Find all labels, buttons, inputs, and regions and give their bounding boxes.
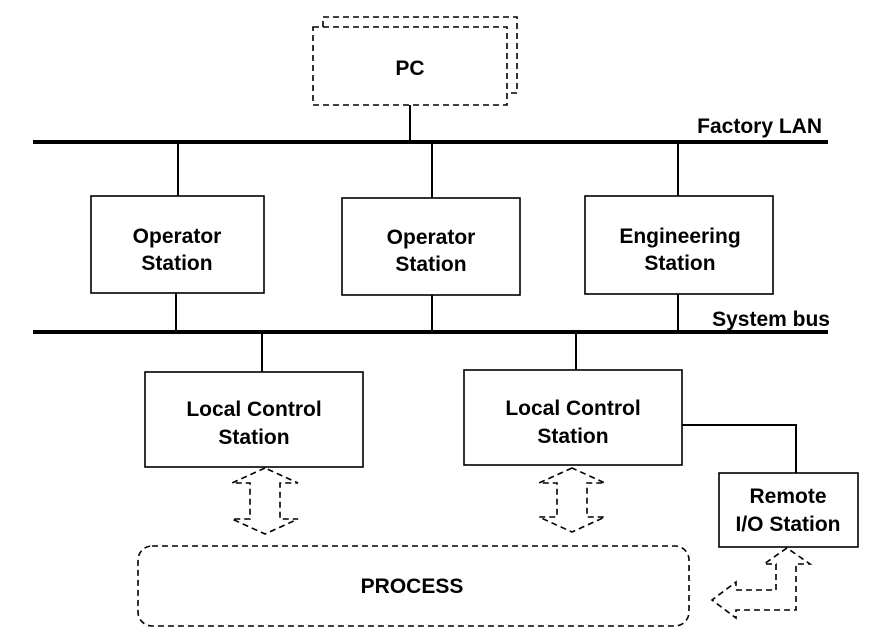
engineering-station-box xyxy=(584,195,774,295)
local-control-station-2-line2: Station xyxy=(537,425,608,448)
local-control-station-1-line1: Local Control xyxy=(186,398,321,421)
lcs2-process-arrow-icon xyxy=(538,467,606,533)
operator-station-1-line2: Station xyxy=(141,252,212,275)
lcs1-process-arrow-icon xyxy=(231,467,299,535)
local-control-station-1-line2: Station xyxy=(218,426,289,449)
factory-lan-label: Factory LAN xyxy=(697,115,822,138)
local-control-station-2-line1: Local Control xyxy=(505,397,640,420)
remote-io-connector xyxy=(682,424,797,473)
pc-node: PC xyxy=(312,16,518,106)
operator-station-1: Operator Station xyxy=(90,195,265,294)
remote-io-station-line1: Remote xyxy=(749,485,826,508)
operator-station-2: Operator Station xyxy=(341,197,521,296)
remote-io-station: Remote I/O Station xyxy=(718,472,859,548)
process-box xyxy=(137,545,690,627)
remote-io-process-arrow-icon xyxy=(710,547,813,620)
process-label: PROCESS xyxy=(361,575,464,598)
local-control-station-2-box xyxy=(463,369,683,466)
local-control-station-2: Local Control Station xyxy=(463,369,683,466)
operator-station-2-line2: Station xyxy=(395,253,466,276)
engineering-station: Engineering Station xyxy=(584,195,774,295)
process-node: PROCESS xyxy=(137,545,690,627)
engineering-station-line2: Station xyxy=(644,252,715,275)
operator-station-2-line1: Operator xyxy=(387,226,476,249)
engineering-station-line1: Engineering xyxy=(619,225,740,248)
system-bus-label: System bus xyxy=(712,308,830,331)
local-control-station-1-box xyxy=(144,371,364,468)
pc-box xyxy=(312,26,508,106)
local-control-station-1: Local Control Station xyxy=(144,371,364,468)
operator-station-2-box xyxy=(341,197,521,296)
pc-label: PC xyxy=(395,57,424,80)
operator-station-1-line1: Operator xyxy=(133,225,222,248)
remote-io-station-line2: I/O Station xyxy=(736,513,841,536)
remote-io-station-box xyxy=(718,472,859,548)
operator-station-1-box xyxy=(90,195,265,294)
